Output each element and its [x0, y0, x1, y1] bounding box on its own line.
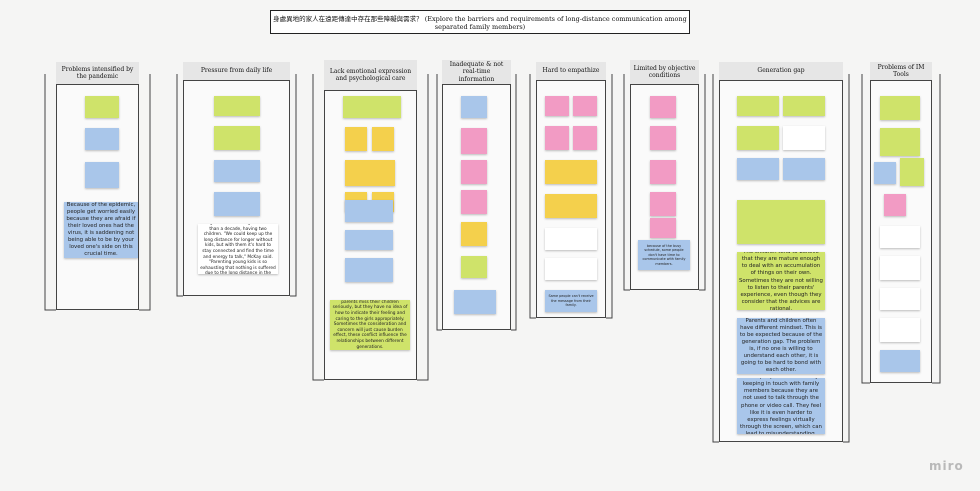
sticky-note	[345, 200, 393, 222]
sticky-note-pandemic-worry: Because of the epidemic, people get worr…	[64, 202, 138, 258]
sticky-note	[650, 192, 676, 216]
sticky-note	[461, 256, 487, 278]
sticky-note	[345, 127, 367, 151]
sticky-note	[461, 190, 487, 214]
sticky-note	[737, 158, 779, 180]
category-header-pandemic: Problems intensified by the pandemic	[56, 62, 139, 84]
sticky-note	[880, 318, 920, 342]
sticky-note	[880, 128, 920, 156]
sticky-note-busy-schedule: because of the busy schedule, some peopl…	[638, 240, 690, 270]
sticky-note	[214, 192, 260, 216]
sticky-note	[880, 350, 920, 372]
sticky-note	[737, 96, 779, 116]
sticky-note	[214, 160, 260, 182]
sticky-note	[461, 160, 487, 184]
sticky-note	[573, 126, 597, 150]
sticky-note	[783, 158, 825, 180]
miro-logo: miro	[929, 459, 964, 473]
sticky-note	[650, 126, 676, 150]
category-header-generation-gap: Generation gap	[719, 62, 843, 80]
category-header-empathize: Hard to empathize	[536, 62, 606, 80]
sticky-note	[345, 230, 393, 250]
category-header-daily-life: Pressure from daily life	[183, 62, 290, 80]
sticky-note	[85, 96, 119, 118]
sticky-note	[461, 222, 487, 246]
sticky-note	[650, 96, 676, 118]
sticky-note	[545, 160, 597, 184]
sticky-note	[85, 128, 119, 150]
sticky-note	[783, 96, 825, 116]
category-header-emotional: Lack emotional expression and psychologi…	[324, 60, 417, 90]
sticky-note	[884, 194, 906, 216]
category-header-im-tools: Problems of IM Tools	[870, 62, 932, 80]
sticky-note	[880, 96, 920, 120]
sticky-note	[345, 160, 395, 186]
sticky-note	[874, 162, 896, 184]
sticky-note	[880, 226, 920, 248]
sticky-note	[573, 96, 597, 116]
sticky-note	[343, 96, 401, 118]
sticky-note	[737, 200, 825, 244]
sticky-note	[454, 290, 496, 314]
sticky-note	[880, 256, 920, 280]
sticky-note-cant-receive-message: Same people can't receive the message fr…	[545, 290, 597, 312]
sticky-note-phone-video-difficulty: some people have difficulty keeping in t…	[737, 378, 825, 434]
column-pandemic	[56, 84, 139, 310]
sticky-note	[545, 228, 597, 250]
sticky-note-children-mature: The children tend to believe that they a…	[737, 252, 825, 310]
sticky-note	[214, 126, 260, 150]
sticky-note	[372, 127, 394, 151]
sticky-note	[783, 126, 825, 150]
sticky-note	[461, 96, 487, 118]
sticky-note	[85, 162, 119, 188]
sticky-note	[345, 258, 393, 282]
sticky-note	[461, 128, 487, 154]
sticky-note	[545, 258, 597, 280]
sticky-note	[650, 218, 676, 238]
sticky-note	[650, 160, 676, 184]
sticky-note-long-distance-marriage: McKay and Wolfe have been on a long-dist…	[198, 224, 278, 274]
sticky-note	[900, 158, 924, 186]
sticky-note	[545, 194, 597, 218]
sticky-note	[214, 96, 260, 116]
category-header-information: Inadequate & not real-time information	[442, 60, 511, 84]
category-header-objective: Limited by objective conditions	[630, 60, 699, 84]
sticky-note	[545, 96, 569, 116]
sticky-note-parents-caring: parents miss their children seriously, b…	[330, 300, 410, 350]
sticky-note	[880, 288, 920, 310]
board-title: 身處異地的家人在遠距傳達中存在那些障礙與需求？ (Explore the bar…	[270, 10, 690, 34]
sticky-note	[737, 126, 779, 150]
sticky-note-different-mindset: Parents and children often have differen…	[737, 318, 825, 374]
sticky-note	[545, 126, 569, 150]
